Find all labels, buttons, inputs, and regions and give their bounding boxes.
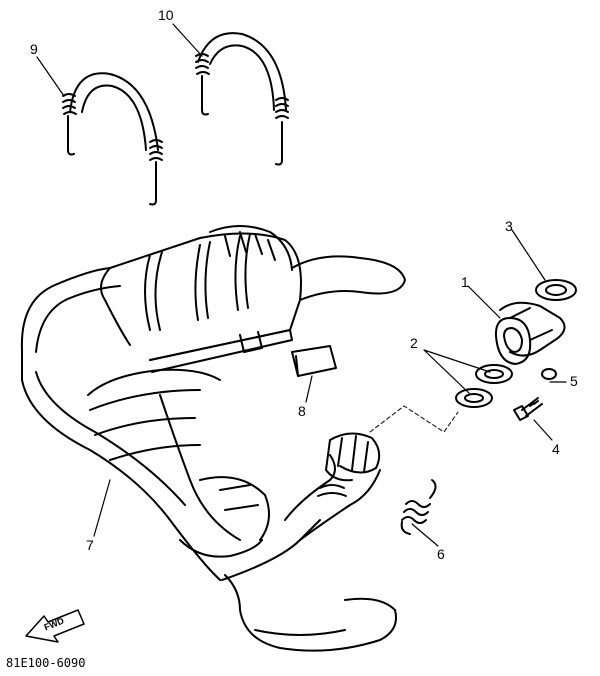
fwd-arrow [25,609,85,643]
callout-6: 6 [437,546,445,562]
bolt-part-4 [513,397,543,421]
callout-7: 7 [86,537,94,553]
spring-part-9 [62,72,163,206]
figure-code: 81E100-6090 [6,656,86,670]
callout-5: 5 [570,373,578,389]
spring-part-6 [400,479,437,535]
damper-part-8 [291,345,337,377]
outlet-pipe [221,519,397,652]
callout-10: 10 [158,7,174,23]
leader-lines [36,23,567,547]
spring-part-10 [195,32,289,166]
joint-part-1 [494,301,566,365]
callout-9: 9 [30,41,38,57]
assembly-line [369,405,459,433]
callout-8: 8 [298,403,306,419]
gaskets-part-2 [455,364,513,408]
gasket-part-3 [535,279,577,301]
callout-1: 1 [461,274,469,290]
stub-pipe [284,432,381,541]
callout-4: 4 [552,441,560,457]
muffler-part-7 [20,225,406,581]
callout-2: 2 [410,335,418,351]
nut-part-5 [541,368,557,380]
callout-3: 3 [505,218,513,234]
